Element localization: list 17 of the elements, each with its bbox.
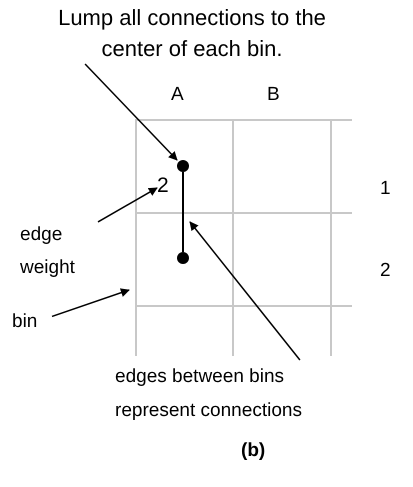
- annotation-text: Lump all connections to the center of each bin.: [57, 4, 327, 63]
- row-label: 2: [380, 260, 391, 282]
- leader-line: [84, 63, 178, 161]
- graph-node-dot: [177, 252, 189, 264]
- annotation-text: edges between bins represent connections: [115, 365, 303, 423]
- leader-line: [52, 288, 130, 318]
- column-label: B: [267, 84, 280, 106]
- graph-edge: [182, 172, 184, 252]
- annotation-text: bin: [12, 310, 38, 334]
- edge-weight-number: 2: [157, 173, 170, 199]
- column-label: A: [171, 84, 184, 106]
- row-label: 1: [380, 178, 391, 200]
- graph-node-dot: [177, 160, 189, 172]
- subfigure-label: (b): [241, 440, 266, 462]
- annotation-text: edge weight: [20, 223, 76, 280]
- leader-line: [189, 221, 300, 360]
- leader-line: [98, 187, 158, 223]
